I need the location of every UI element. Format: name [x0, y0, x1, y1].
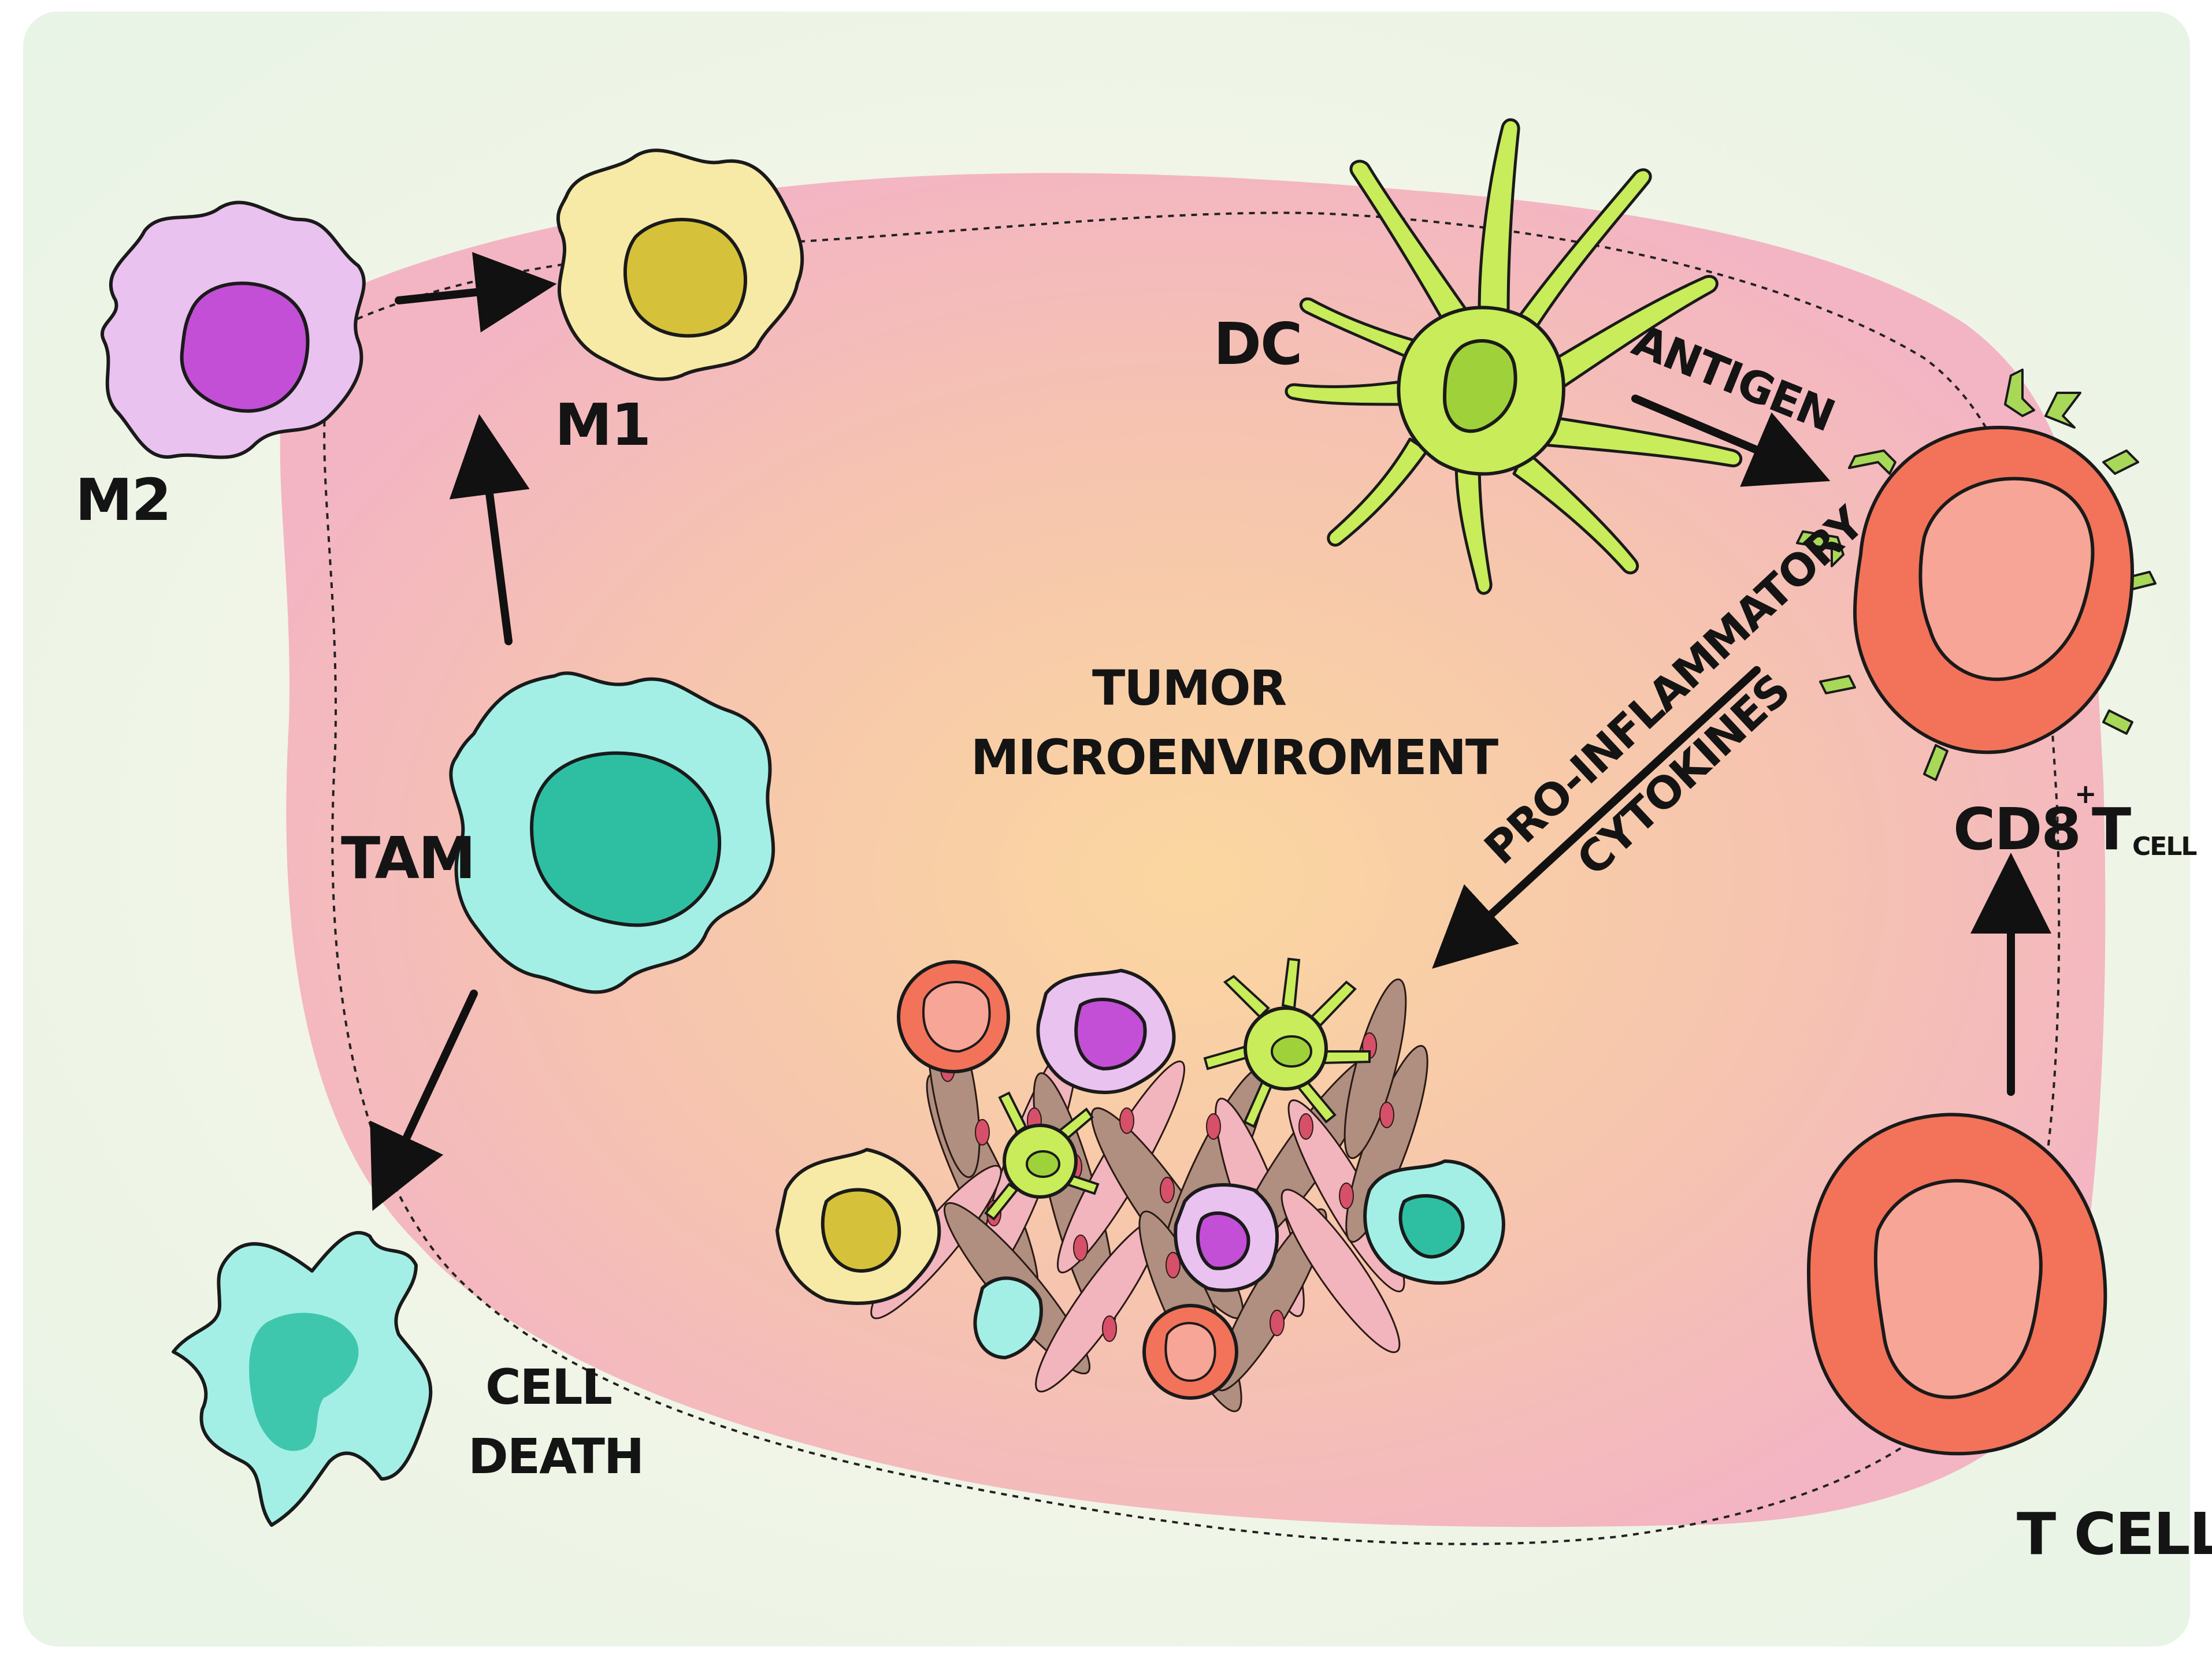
label-cd8-sub: CELL	[2132, 832, 2196, 861]
label-cell-death-line1: CELL	[485, 1359, 612, 1415]
label-cd8-sup: +	[2074, 778, 2096, 809]
cluster-m2-macrophage	[1036, 969, 1176, 1094]
t-cell	[1807, 1113, 2107, 1456]
label-tumor-line1: TUMOR	[1092, 660, 1286, 716]
dendritic-cell	[1285, 118, 1743, 595]
arrow-m2-to-m1	[395, 252, 557, 333]
cluster-dendritic-cell	[1203, 957, 1371, 1128]
receptor	[2102, 449, 2139, 475]
dying-cell	[172, 1230, 433, 1527]
cluster-m2-macrophage-2	[1174, 1183, 1279, 1292]
label-t-cell: T CELL	[2017, 1500, 2212, 1568]
receptor	[2044, 392, 2081, 429]
cluster-tam-macrophage-2	[973, 1276, 1043, 1359]
receptor	[2004, 369, 2035, 417]
tumor-region	[280, 173, 2106, 1527]
receptor	[1819, 675, 1856, 694]
label-tam: TAM	[341, 824, 474, 892]
cluster-tam-macrophage	[1363, 1159, 1505, 1285]
label-m1: M1	[555, 391, 650, 459]
cd8-t-cell	[1796, 369, 2157, 781]
receptor	[2102, 709, 2133, 735]
receptor	[1796, 530, 1844, 567]
arrow-antigen	[1631, 395, 1831, 487]
m2-macrophage	[101, 200, 366, 459]
arrow-tam-to-cell-death	[370, 990, 478, 1211]
tam-macrophage	[449, 671, 775, 994]
label-cell-death-line2: DEATH	[468, 1428, 643, 1485]
m1-macrophage	[556, 148, 804, 381]
arrow-tam-to-m1	[449, 414, 530, 645]
cluster-m1-macrophage	[775, 1148, 941, 1305]
label-cd8-t: T	[2092, 795, 2131, 863]
cluster-t-cell	[897, 960, 1010, 1073]
arrow-cytokines	[1432, 666, 1761, 969]
receptor	[1848, 449, 1896, 475]
label-m2: M2	[75, 466, 170, 534]
cluster-dendritic-cell-2	[984, 1091, 1100, 1221]
tumor-cell-cluster	[775, 957, 1505, 1412]
receptor	[1923, 744, 1949, 781]
label-cd8-main: CD8	[1953, 795, 2080, 863]
label-dc: DC	[1213, 310, 1301, 378]
label-tumor-line2: MICROENVIROMENT	[971, 729, 1498, 786]
cluster-t-cell-2	[1142, 1304, 1238, 1400]
